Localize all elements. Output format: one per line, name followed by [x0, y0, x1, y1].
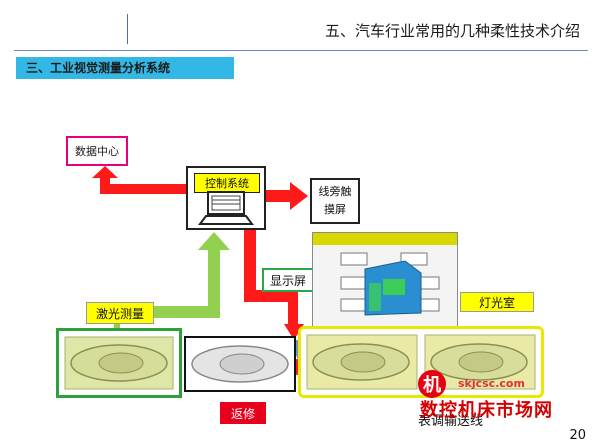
line-red-right: [244, 290, 296, 302]
page-number: 20: [569, 428, 586, 443]
repair-station-frame: [184, 336, 296, 392]
arrow-red-vertical-up: [100, 176, 110, 194]
watermark-name: 数控机床市场网: [420, 400, 553, 421]
measurement-screen-image: [312, 232, 458, 328]
header-divider-vertical: [127, 14, 128, 44]
laser-measure-label: 激光测量: [86, 302, 154, 324]
repair-text: 返修: [230, 406, 255, 421]
touch-screen-box: 线旁触 摸屏: [310, 178, 360, 224]
display-screen-label: 显示屏: [262, 268, 314, 292]
car-body-icon: [191, 345, 289, 383]
laser-station-frame: [56, 328, 182, 398]
arrow-red-right-head: [290, 182, 308, 210]
display-screen-text: 显示屏: [269, 273, 306, 288]
repair-label: 返修: [220, 402, 266, 424]
line-red-down: [244, 230, 256, 300]
computer-icon: [198, 191, 254, 225]
touch-screen-line1: 线旁触: [318, 185, 352, 198]
page-title: 五、汽车行业常用的几种柔性技术介绍: [324, 22, 580, 40]
light-room-text: 灯光室: [478, 295, 515, 310]
arrow-red-head-up: [92, 166, 118, 178]
conveyor-label: 表调输送线: [418, 414, 484, 429]
car-body-pair-icon: [306, 334, 536, 390]
section-heading: 三、工业视觉测量分析系统: [16, 57, 234, 79]
car-body-icon: [64, 336, 174, 390]
touch-screen-line2: 摸屏: [324, 203, 346, 216]
watermark-logo: 机: [418, 370, 446, 398]
header-divider-horizontal: [14, 50, 588, 51]
car-door-measure-graphic: [340, 252, 440, 316]
data-center-label: 数据中心: [75, 145, 119, 158]
line-green-down: [114, 324, 120, 330]
laser-measure-text: 激光测量: [95, 306, 144, 321]
arrow-green-horizontal: [154, 306, 220, 318]
screen-title-bar: [313, 233, 457, 245]
watermark-site: skjcsc.com: [458, 377, 525, 390]
arrow-red-right-shaft: [266, 190, 292, 202]
control-system-label: 控制系统: [194, 173, 260, 193]
data-center-box: 数据中心: [66, 136, 128, 166]
arrow-green-head-up: [198, 232, 230, 250]
line-red-down2: [288, 290, 298, 328]
arrow-red-horizontal-left: [100, 184, 186, 194]
arrow-green-vertical: [208, 246, 220, 318]
light-room-label: 灯光室: [460, 292, 534, 312]
control-system-box: 控制系统: [186, 166, 266, 230]
